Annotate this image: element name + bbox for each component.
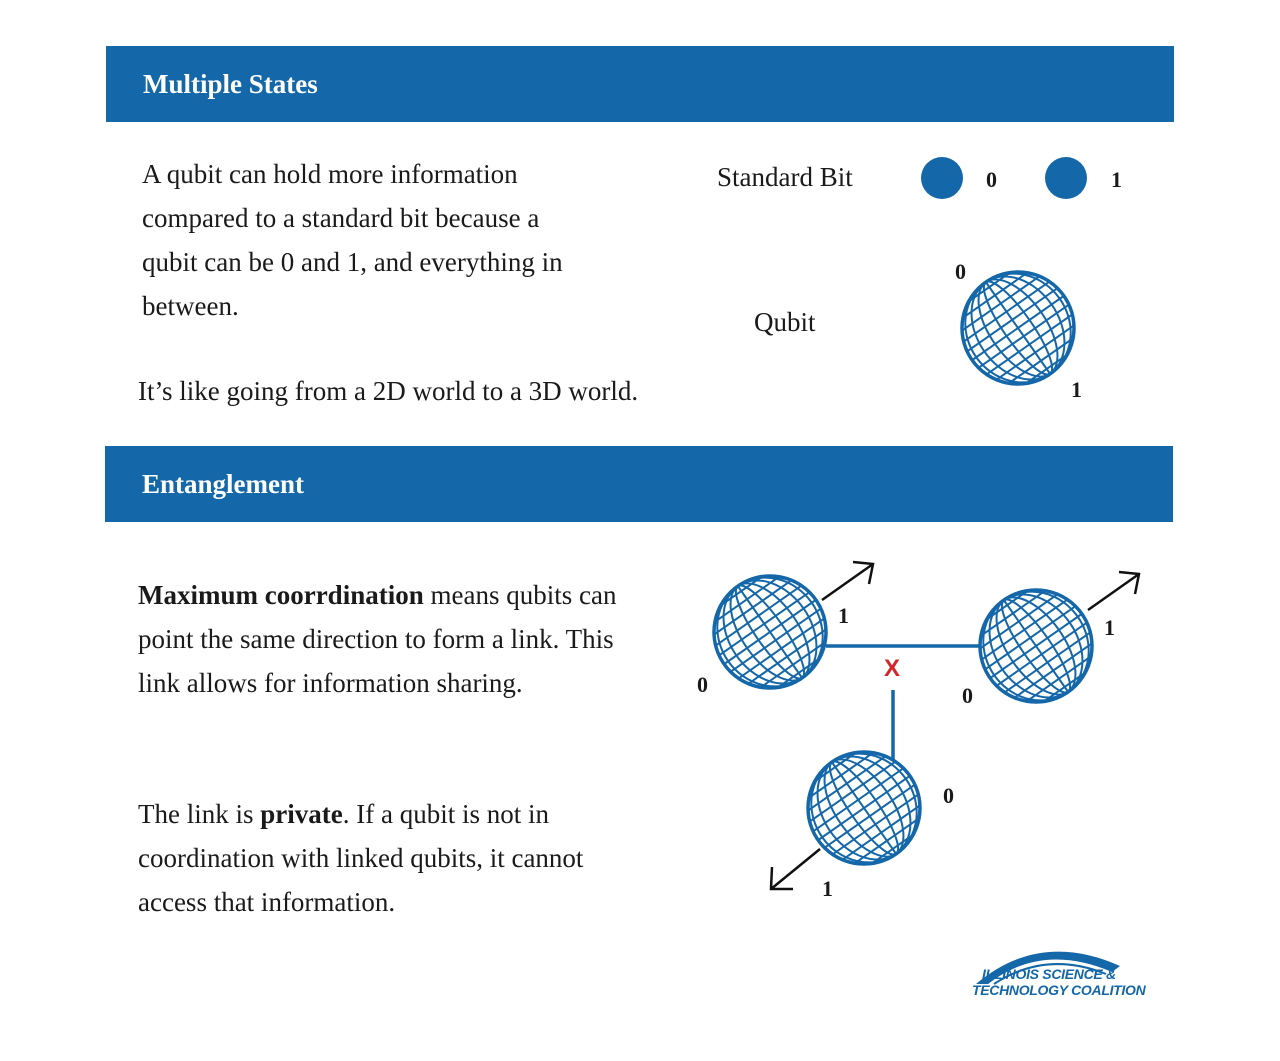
bit-zero-dot: [921, 157, 963, 199]
multiple-states-banner: Multiple States: [106, 46, 1174, 122]
entanglement-paragraph-1-rest: means qubits can point the same directio…: [138, 580, 617, 698]
right-qubit-zero-label: 0: [962, 683, 973, 708]
bottom-qubit-one-label: 1: [822, 876, 833, 901]
bottom-qubit-arrow: [769, 848, 821, 891]
broken-link-x-mark: X: [884, 655, 901, 682]
istc-logo: ILLINOIS SCIENCE & TECHNOLOGY COALITION: [968, 938, 1148, 1004]
qubit-sphere: [938, 248, 1098, 408]
entanglement-banner: Entanglement: [105, 446, 1173, 522]
multiple-states-title: Multiple States: [143, 69, 318, 99]
maximum-coordination-term: Maximum coorrdination: [138, 580, 424, 610]
private-term: private: [260, 799, 343, 829]
logo-line-2: TECHNOLOGY COALITION: [972, 982, 1146, 998]
multiple-states-paragraph: A qubit can hold more information compar…: [142, 159, 563, 321]
left-qubit-zero-label: 0: [697, 672, 708, 697]
multiple-states-paragraph-2: It’s like going from a 2D world to a 3D …: [138, 376, 639, 406]
left-qubit-sphere: [690, 552, 850, 712]
logo-line-1: ILLINOIS SCIENCE &: [982, 966, 1116, 982]
entanglement-paragraph-2: The link is private. If a qubit is not i…: [138, 792, 598, 924]
bottom-qubit-zero-label: 0: [943, 783, 954, 808]
entanglement-title: Entanglement: [142, 469, 304, 499]
qubit-top-label: 0: [955, 259, 966, 284]
bit-one-dot: [1045, 157, 1087, 199]
entanglement-paragraph-2-rest: . If a qubit is not in coordination with…: [138, 799, 584, 917]
entanglement-paragraph-2-start: The link is: [138, 799, 261, 829]
left-qubit-arrow: [821, 560, 875, 602]
bottom-qubit-sphere: [784, 728, 944, 888]
right-qubit-arrow: [1087, 570, 1141, 612]
bit-zero-label: 0: [986, 167, 997, 192]
standard-bit-label: Standard Bit: [717, 162, 853, 192]
qubit-label: Qubit: [754, 307, 816, 337]
entanglement-paragraph-1: Maximum coorrdination means qubits can p…: [138, 573, 628, 705]
logo-arc-icon: [976, 951, 1120, 985]
right-qubit-sphere: [956, 566, 1116, 726]
left-qubit-one-label: 1: [838, 603, 849, 628]
right-qubit-one-label: 1: [1104, 615, 1115, 640]
qubit-bottom-label: 1: [1071, 377, 1082, 402]
bit-one-label: 1: [1111, 167, 1122, 192]
